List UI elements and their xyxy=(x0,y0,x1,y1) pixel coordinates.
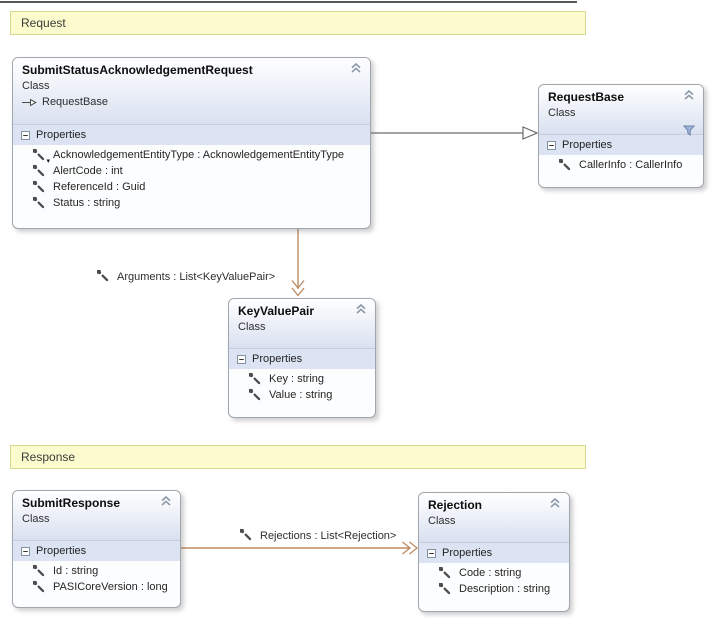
rejections-association-connector[interactable] xyxy=(180,541,419,555)
property-text: Code : string xyxy=(459,567,522,579)
class-box-key-value-pair[interactable]: KeyValuePair Class Properties Key : stri… xyxy=(228,298,376,418)
class-title: SubmitStatusAcknowledgementRequest xyxy=(22,63,253,77)
property-text: AcknowledgementEntityType : Acknowledgem… xyxy=(53,149,345,161)
property-text: Value : string xyxy=(269,389,333,401)
rejections-connector-label[interactable]: Rejections : List<Rejection> xyxy=(240,528,397,543)
property-row[interactable]: ▾ AcknowledgementEntityType : Acknowledg… xyxy=(33,147,364,165)
base-type-row: RequestBase xyxy=(22,95,361,110)
property-text: PASICoreVersion : long xyxy=(53,581,168,593)
property-text: Status : string xyxy=(53,197,121,209)
compartment-label: Properties xyxy=(562,139,613,151)
class-kind-label: Class xyxy=(238,321,266,333)
property-row[interactable]: Code : string xyxy=(439,565,563,581)
property-wrench-icon xyxy=(33,565,46,578)
properties-compartment-header[interactable]: Properties xyxy=(13,124,370,145)
property-wrench-icon xyxy=(97,270,110,283)
class-title: Rejection xyxy=(428,498,483,512)
class-header[interactable]: SubmitStatusAcknowledgementRequest Class… xyxy=(13,58,370,124)
property-text: ReferenceId : Guid xyxy=(53,181,146,193)
properties-compartment-header[interactable]: Properties xyxy=(539,134,703,155)
class-kind-label: Class xyxy=(22,513,50,525)
property-wrench-icon xyxy=(439,583,452,596)
compartment-label: Properties xyxy=(442,547,493,559)
base-type-name: RequestBase xyxy=(42,96,109,108)
collapse-minus-icon[interactable] xyxy=(547,141,556,150)
property-row[interactable]: CallerInfo : CallerInfo xyxy=(559,157,697,173)
collapse-chevron-icon[interactable] xyxy=(683,90,695,100)
members-list: Id : string PASICoreVersion : long xyxy=(13,561,180,599)
members-list: Key : string Value : string xyxy=(229,369,375,407)
class-kind-label: Class xyxy=(428,515,456,527)
property-row[interactable]: AlertCode : int xyxy=(33,163,364,179)
property-row[interactable]: Description : string xyxy=(439,581,563,597)
response-section-label: Response xyxy=(21,450,76,464)
properties-compartment-header[interactable]: Properties xyxy=(13,540,180,561)
property-text: Description : string xyxy=(459,583,551,595)
arguments-association-connector[interactable] xyxy=(291,227,305,297)
compartment-label: Properties xyxy=(36,545,87,557)
class-title: SubmitResponse xyxy=(22,496,121,510)
property-wrench-icon xyxy=(33,165,46,178)
members-list: ▾ AcknowledgementEntityType : Acknowledg… xyxy=(13,145,370,215)
class-kind-label: Class xyxy=(22,80,50,92)
collapse-minus-icon[interactable] xyxy=(21,547,30,556)
collapse-chevron-icon[interactable] xyxy=(160,496,172,506)
top-boundary-line xyxy=(0,1,577,3)
class-box-submit-response[interactable]: SubmitResponse Class Properties Id : str… xyxy=(12,490,181,608)
property-wrench-icon xyxy=(249,389,262,402)
property-row[interactable]: Status : string xyxy=(33,195,364,211)
collapse-minus-icon[interactable] xyxy=(427,549,436,558)
collapse-minus-icon[interactable] xyxy=(237,355,246,364)
class-box-submit-status-acknowledgement-request[interactable]: SubmitStatusAcknowledgementRequest Class… xyxy=(12,57,371,229)
property-wrench-icon xyxy=(240,529,253,542)
property-row[interactable]: Id : string xyxy=(33,563,174,579)
property-wrench-icon xyxy=(249,373,262,386)
connector-label-text: Rejections : List<Rejection> xyxy=(260,529,397,542)
property-wrench-icon xyxy=(439,567,452,580)
members-list: Code : string Description : string xyxy=(419,563,569,601)
response-section-comment[interactable]: Response xyxy=(10,445,586,469)
request-section-label: Request xyxy=(21,16,66,30)
collapse-chevron-icon[interactable] xyxy=(350,63,362,73)
properties-compartment-header[interactable]: Properties xyxy=(419,542,569,563)
filter-funnel-icon[interactable] xyxy=(683,125,695,136)
class-header[interactable]: RequestBase Class xyxy=(539,85,703,134)
class-box-request-base[interactable]: RequestBase Class Properties CallerInfo … xyxy=(538,84,704,188)
property-wrench-association-icon: ▾ xyxy=(33,149,50,165)
request-section-comment[interactable]: Request xyxy=(10,11,586,35)
property-text: CallerInfo : CallerInfo xyxy=(579,159,683,171)
property-row[interactable]: Key : string xyxy=(249,371,369,387)
members-list: CallerInfo : CallerInfo xyxy=(539,155,703,177)
class-header[interactable]: Rejection Class xyxy=(419,493,569,542)
arguments-connector-label[interactable]: Arguments : List<KeyValuePair> xyxy=(97,269,276,284)
shown-as-association-marker: ▾ xyxy=(46,157,50,165)
property-wrench-icon xyxy=(33,181,46,194)
compartment-label: Properties xyxy=(36,129,87,141)
property-wrench-icon xyxy=(33,197,46,210)
property-wrench-icon xyxy=(559,159,572,172)
property-text: AlertCode : int xyxy=(53,165,123,177)
property-text: Key : string xyxy=(269,373,325,385)
property-wrench-icon xyxy=(33,581,46,594)
collapse-minus-icon[interactable] xyxy=(21,131,30,140)
inherits-arrow-icon xyxy=(22,98,37,107)
class-title: RequestBase xyxy=(548,90,625,104)
property-text: Id : string xyxy=(53,565,99,577)
class-header[interactable]: KeyValuePair Class xyxy=(229,299,375,348)
class-title: KeyValuePair xyxy=(238,304,315,318)
properties-compartment-header[interactable]: Properties xyxy=(229,348,375,369)
collapse-chevron-icon[interactable] xyxy=(549,498,561,508)
connector-label-text: Arguments : List<KeyValuePair> xyxy=(117,270,276,283)
property-row[interactable]: ReferenceId : Guid xyxy=(33,179,364,195)
property-row[interactable]: Value : string xyxy=(249,387,369,403)
class-box-rejection[interactable]: Rejection Class Properties Code : string… xyxy=(418,492,570,612)
inheritance-connector[interactable] xyxy=(369,126,539,140)
class-kind-label: Class xyxy=(548,107,576,119)
class-header[interactable]: SubmitResponse Class xyxy=(13,491,180,540)
collapse-chevron-icon[interactable] xyxy=(355,304,367,314)
compartment-label: Properties xyxy=(252,353,303,365)
property-row[interactable]: PASICoreVersion : long xyxy=(33,579,174,595)
